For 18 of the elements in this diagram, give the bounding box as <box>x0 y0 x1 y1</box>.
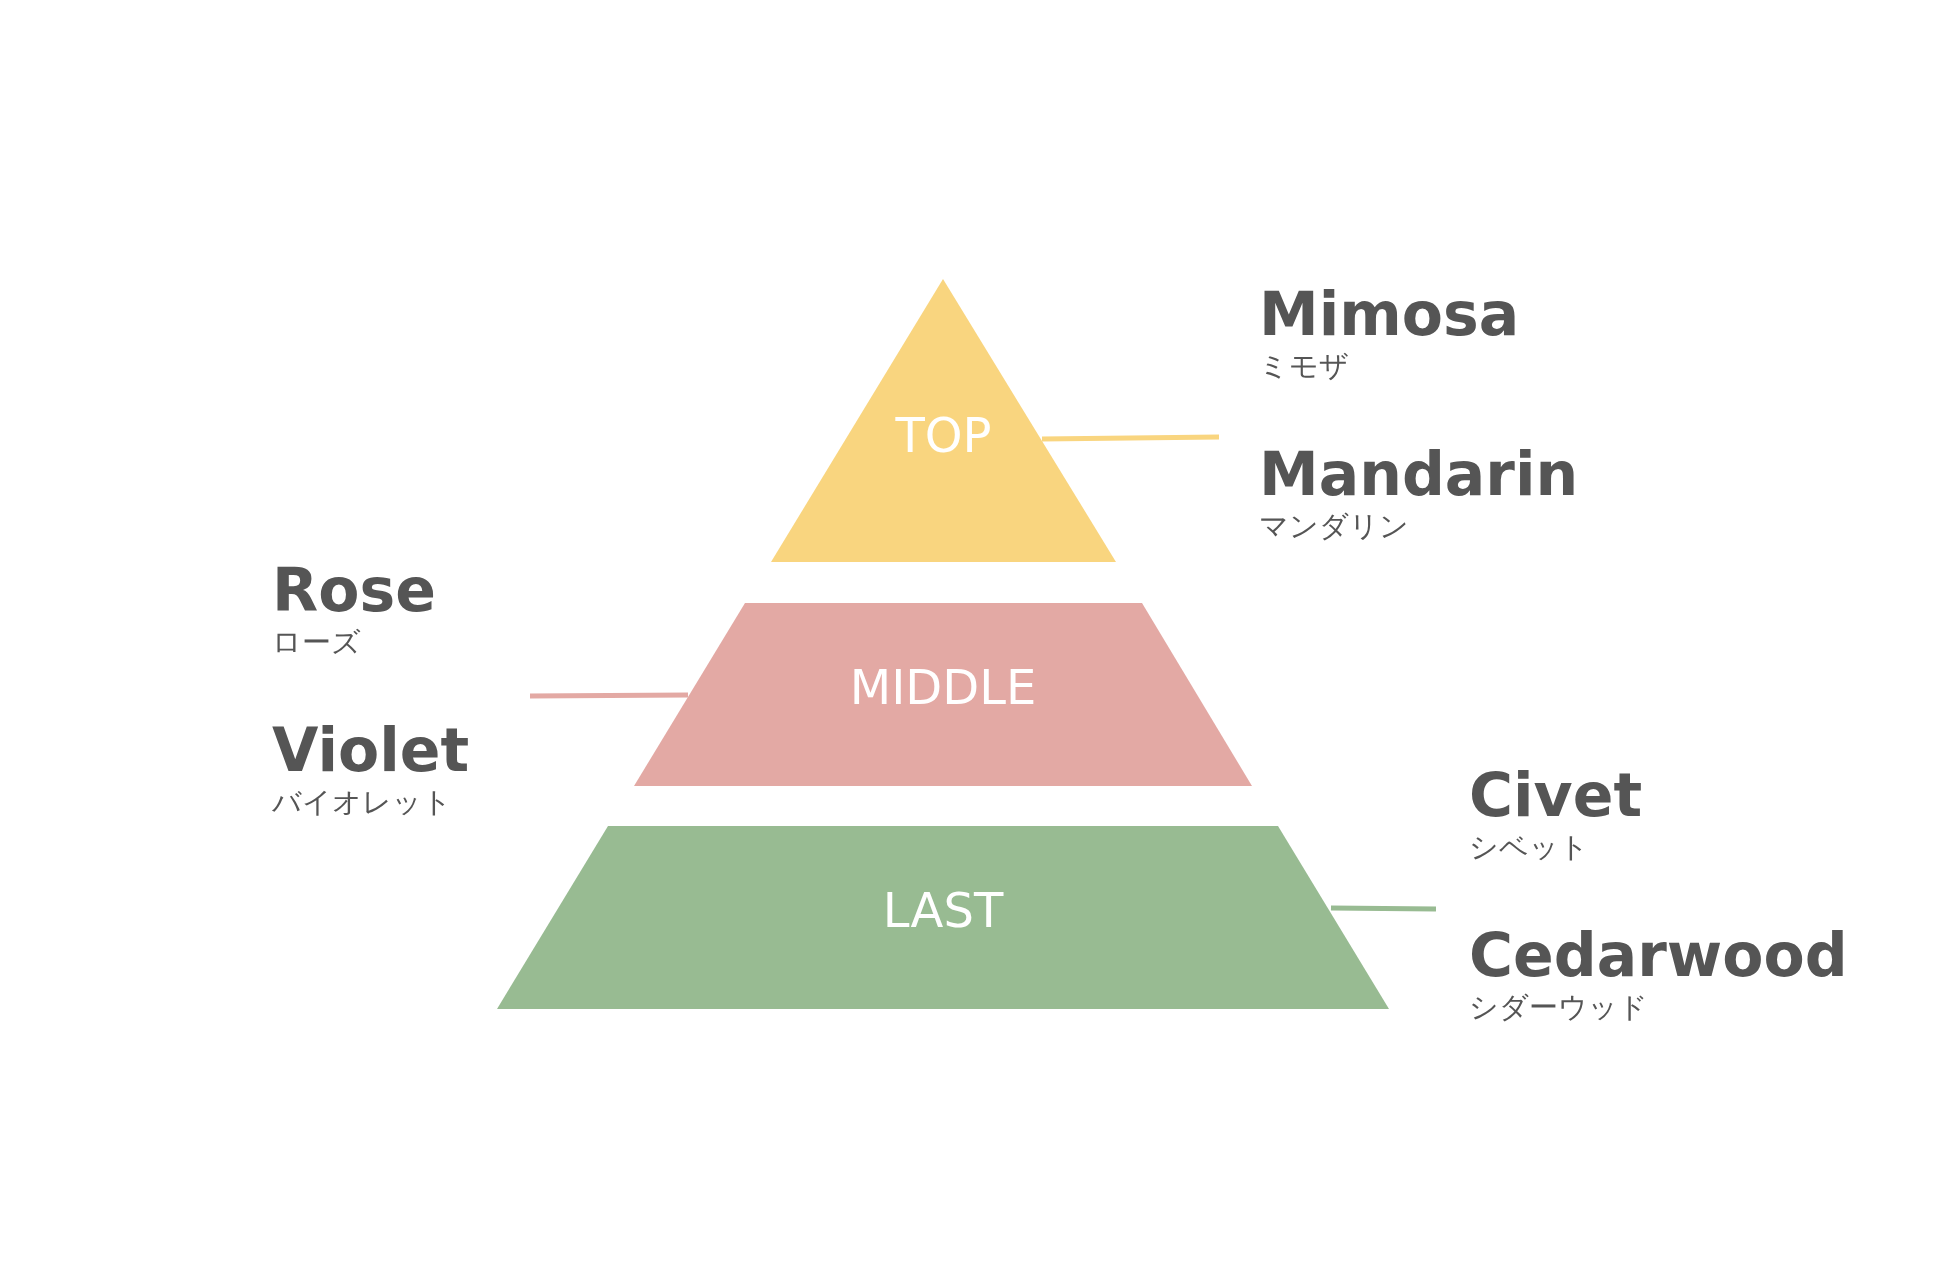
ingredient-name: Civet <box>1469 765 1643 825</box>
tier-label: LAST <box>881 886 1005 934</box>
ingredient-reading: ローズ <box>272 628 361 657</box>
tier-label: MIDDLE <box>848 663 1038 711</box>
ingredient-name: Mimosa <box>1259 284 1520 344</box>
ingredient-name: Rose <box>272 560 436 620</box>
ingredient-reading: シベット <box>1469 833 1589 862</box>
ingredient-reading: マンダリン <box>1259 512 1409 541</box>
ingredient-reading: ミモザ <box>1259 352 1349 381</box>
leader-line <box>530 692 688 699</box>
leader-line <box>1330 905 1437 912</box>
ingredient-name: Violet <box>272 720 470 780</box>
ingredient-reading: バイオレット <box>272 788 452 817</box>
leader-line <box>1041 434 1220 442</box>
tier-label: TOP <box>894 411 993 459</box>
ingredient-name: Mandarin <box>1259 444 1579 504</box>
ingredient-reading: シダーウッド <box>1469 993 1648 1022</box>
ingredient-name: Cedarwood <box>1469 925 1848 985</box>
